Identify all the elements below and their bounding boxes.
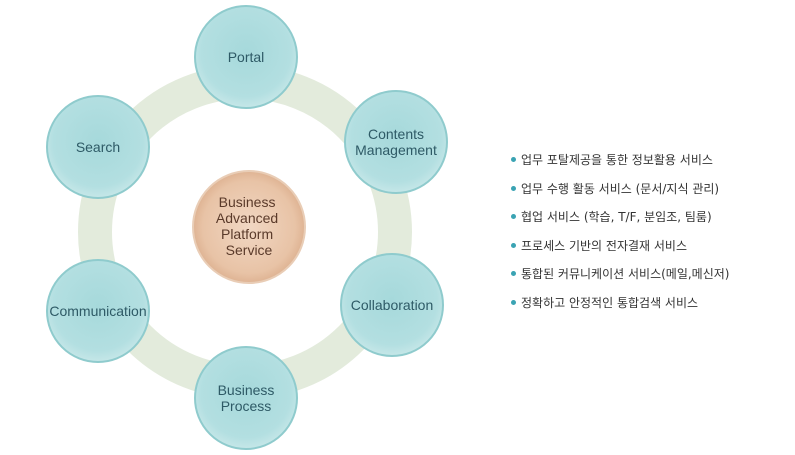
- node-circle: [46, 259, 150, 363]
- feature-item: 업무 포탈제공을 통한 정보활용 서비스: [511, 150, 730, 179]
- node-label: Portal: [228, 49, 265, 65]
- node-circle: [46, 95, 150, 199]
- node-communication: Communication: [46, 259, 150, 363]
- node-label-line: Management: [355, 142, 437, 158]
- node-label-line: Portal: [228, 49, 265, 65]
- bullet-icon: [511, 271, 516, 276]
- node-circle: [344, 90, 448, 194]
- bullet-icon: [511, 185, 516, 191]
- node-label-line: Process: [221, 398, 272, 414]
- feature-text: 업무 포탈제공을 통한 정보활용 서비스: [521, 153, 713, 167]
- feature-text: 업무 수행 활동 서비스 (문서/지식 관리): [521, 181, 720, 196]
- feature-item: 통합된 커뮤니케이션 서비스(메일,메신저): [511, 264, 730, 293]
- center-line: Platform: [221, 226, 273, 242]
- node-label-line: Business: [218, 382, 275, 398]
- center-line: Advanced: [216, 210, 278, 226]
- node-label-line: Collaboration: [351, 297, 434, 313]
- node-label-line: Contents: [368, 126, 424, 142]
- node-portal: Portal: [194, 5, 298, 109]
- center-line: Service: [226, 242, 273, 258]
- node-label-line: Search: [76, 139, 120, 155]
- bullet-icon: [511, 242, 516, 248]
- feature-list: 업무 포탈제공을 통한 정보활용 서비스 업무 수행 활동 서비스 (문서/지식…: [511, 150, 730, 321]
- node-circle: [194, 5, 298, 109]
- center-line: Business: [219, 194, 276, 210]
- bullet-icon: [511, 299, 516, 305]
- center-label: Business Advanced Platform Service: [216, 194, 282, 258]
- node-circle: [340, 253, 444, 357]
- feature-item: 프로세스 기반의 전자결재 서비스: [511, 236, 730, 265]
- feature-text: 프로세스 기반의 전자결재 서비스: [521, 238, 688, 253]
- node-label-line: Communication: [49, 303, 146, 319]
- feature-text: 통합된 커뮤니케이션 서비스(메일,메신저): [521, 267, 730, 281]
- node-circle: [194, 346, 298, 450]
- node-collaboration: Collaboration: [340, 253, 444, 357]
- node-label: Search: [76, 139, 120, 155]
- feature-item: 협업 서비스 (학습, T/F, 분임조, 팀룸): [511, 207, 730, 236]
- feature-text: 정확하고 안정적인 통합검색 서비스: [521, 295, 699, 310]
- bullet-icon: [511, 157, 516, 162]
- node-label: Collaboration: [351, 297, 434, 313]
- center-node: Business Advanced Platform Service: [192, 170, 306, 284]
- node-label: Communication: [49, 303, 146, 319]
- node-search: Search: [46, 95, 150, 199]
- feature-item: 업무 수행 활동 서비스 (문서/지식 관리): [511, 179, 730, 208]
- feature-text: 협업 서비스 (학습, T/F, 분임조, 팀룸): [521, 210, 712, 224]
- center-circle: [192, 170, 306, 284]
- bullet-icon: [511, 214, 516, 219]
- feature-item: 정확하고 안정적인 통합검색 서비스: [511, 293, 730, 322]
